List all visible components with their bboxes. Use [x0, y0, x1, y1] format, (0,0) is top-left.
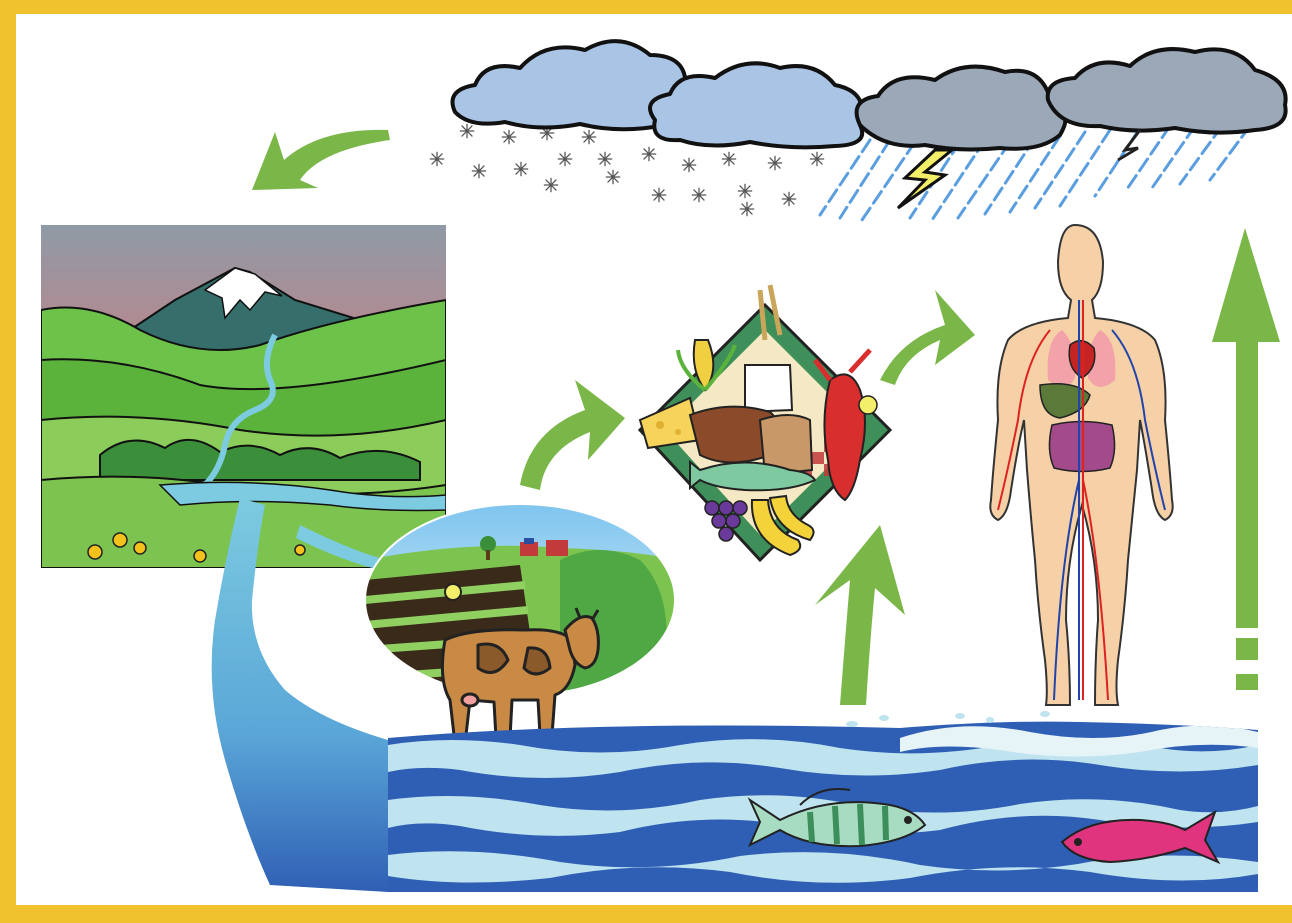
cloud-3 [857, 67, 1066, 150]
cloud-4 [1048, 49, 1286, 133]
lightning-bolt [898, 150, 952, 208]
farm-cow-icon [360, 500, 680, 738]
up-arrow-icon [1212, 228, 1280, 690]
human-anatomy-icon [990, 225, 1172, 705]
frame-top-edge [0, 0, 1292, 14]
curved-arrow-icon [520, 380, 625, 490]
curved-arrow-icon [252, 130, 390, 190]
curved-arrow-icon [815, 525, 905, 705]
food-basket-icon [640, 285, 890, 560]
curved-arrow-icon [880, 290, 975, 385]
ocean-waves-fish-icon [388, 711, 1258, 895]
storm-clouds-icon [430, 41, 1286, 220]
